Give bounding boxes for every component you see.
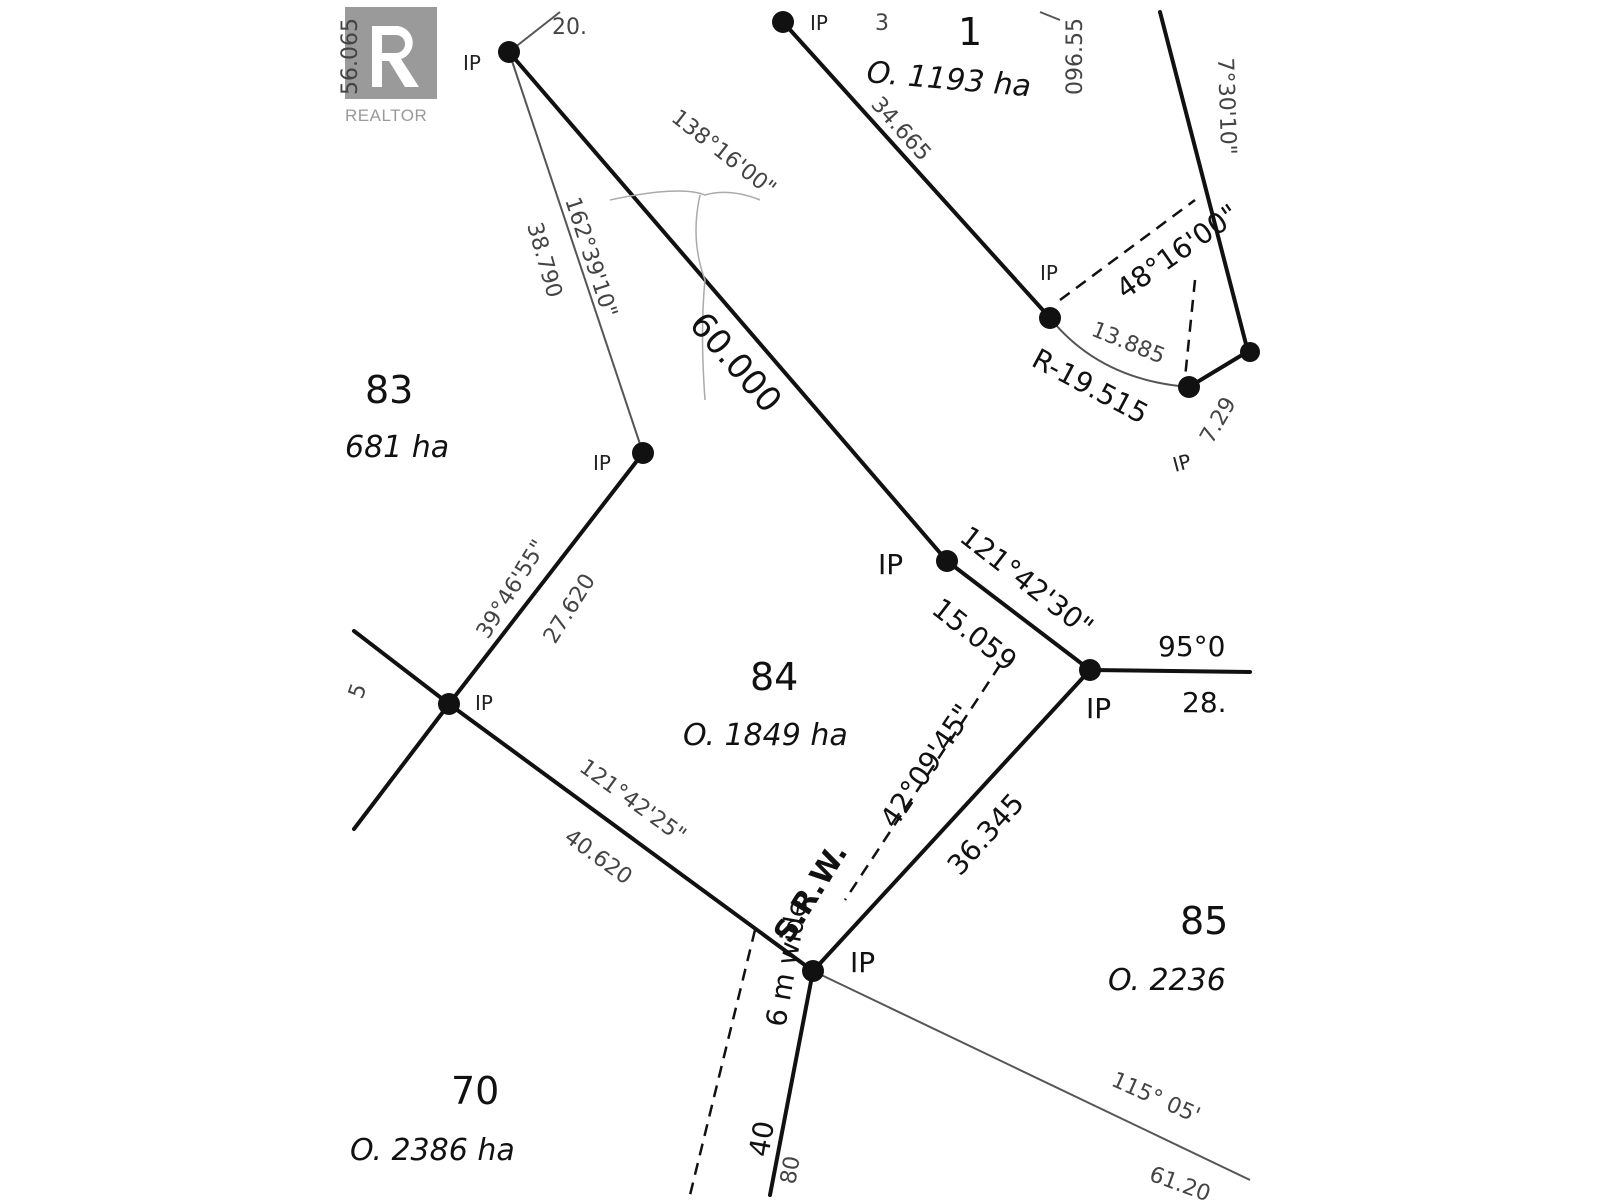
lot-85-number: 85 (1180, 899, 1228, 943)
lot-83-number: 83 (365, 368, 413, 412)
dim-60000: 60.000 (681, 305, 789, 421)
iron-pin-north-lot84[interactable] (632, 442, 654, 464)
dashed-srw-east (843, 664, 1002, 901)
iron-pin-lot1-a[interactable] (1039, 307, 1061, 329)
leader-138 (609, 190, 761, 201)
dim-27620: 27.620 (539, 570, 601, 649)
iron-pins (438, 11, 1260, 982)
ip-label-north-lot84: IP (593, 451, 611, 475)
leader-138-down (695, 194, 706, 401)
dashed-srw-west (688, 929, 757, 1196)
line-38790 (508, 51, 644, 454)
line-115-05 (812, 970, 1251, 1181)
line-15059 (945, 559, 1092, 672)
leader-lines (609, 190, 761, 401)
bearing-42-09-45: 42°09'45" (873, 698, 979, 834)
line-27620 (447, 451, 645, 706)
srw-number-label: 40 (742, 1118, 781, 1159)
line-40620 (447, 702, 815, 973)
line-west-lower (352, 702, 451, 831)
dim-3: 3 (875, 11, 889, 36)
dim-61: 61.20 (1146, 1162, 1214, 1200)
bearing-162-39-10: 162°39'10" (559, 194, 621, 321)
lot-84-number: 84 (750, 655, 798, 699)
iron-pin-ne-lot84[interactable] (936, 550, 958, 572)
ip-label-ne-lot84: IP (878, 548, 903, 581)
dim-56065: 56.065 (338, 18, 363, 95)
ip-label-lot1-a: IP (1040, 261, 1058, 285)
ip-label-west-lot84: IP (475, 691, 493, 715)
dim-20: 20. (552, 15, 587, 40)
dim-15059: 15.059 (926, 592, 1024, 678)
ip-label-top-mid: IP (810, 11, 828, 35)
bold-boundary-lines (352, 10, 1252, 1197)
ip-label-south-lot84: IP (850, 946, 875, 979)
light-boundary-lines (508, 11, 1251, 1181)
iron-pin-west-lot84[interactable] (438, 693, 460, 715)
bearing-138-16-00: 138°16'00" (666, 105, 780, 202)
bearing-7-30-10: 7°30'10" (1212, 57, 1240, 155)
ip-label-east-lot84: IP (1086, 692, 1111, 725)
dashed-48-16 (1059, 198, 1196, 302)
lot-70-number: 70 (451, 1069, 499, 1113)
line-60000 (507, 50, 949, 563)
lot-83-area: 681 ha (345, 430, 449, 465)
dim-38790: 38.790 (521, 220, 566, 301)
dashed-lines (688, 198, 1197, 1196)
dim-28: 28. (1182, 686, 1227, 719)
lot-1-number: 1 (958, 10, 982, 54)
line-east (1088, 668, 1252, 674)
dim-7-29: 7.29 (1196, 393, 1242, 448)
iron-pin-south-lot84[interactable] (802, 960, 824, 982)
line-096 (1039, 11, 1061, 21)
dim-096: 096.55 (1063, 18, 1088, 95)
lot-85-area: O. 2236 (1108, 963, 1226, 998)
lot-84-area: O. 1849 ha (683, 718, 848, 753)
iron-pin-east-lot84[interactable] (1079, 659, 1101, 681)
dim-80: 80 (776, 1154, 805, 1186)
iron-pin-top-mid[interactable] (772, 11, 794, 33)
line-west-upper (352, 629, 451, 706)
arc-r19515 (1049, 317, 1190, 388)
dim-5: 5 (344, 680, 372, 702)
iron-pin-lot1-c[interactable] (1240, 342, 1260, 362)
dashed-lot1-corner (1183, 279, 1197, 379)
ip-label-lot1-b: IP (1170, 449, 1194, 477)
line-34665 (781, 20, 1052, 320)
dim-36345: 36.345 (941, 787, 1031, 882)
lot-1-area: O. 1193 ha (865, 55, 1032, 104)
realtor-logo[interactable]: REALTOR (345, 7, 437, 125)
line-south (768, 969, 815, 1197)
iron-pin-lot1-b[interactable] (1178, 376, 1200, 398)
line-36345 (811, 668, 1092, 973)
iron-pin-top-left[interactable] (498, 41, 520, 63)
line-lot1-east (1158, 10, 1249, 350)
bearing-121-42-25: 121°42'25" (574, 755, 690, 849)
realtor-logo-text: REALTOR (345, 106, 427, 125)
line-lot1-corner (1187, 350, 1249, 389)
ip-label-top-left: IP (463, 51, 481, 75)
lot-70-area: O. 2386 ha (350, 1133, 515, 1168)
bearing-95: 95°0 (1158, 630, 1225, 663)
realtor-r-icon (372, 26, 419, 87)
